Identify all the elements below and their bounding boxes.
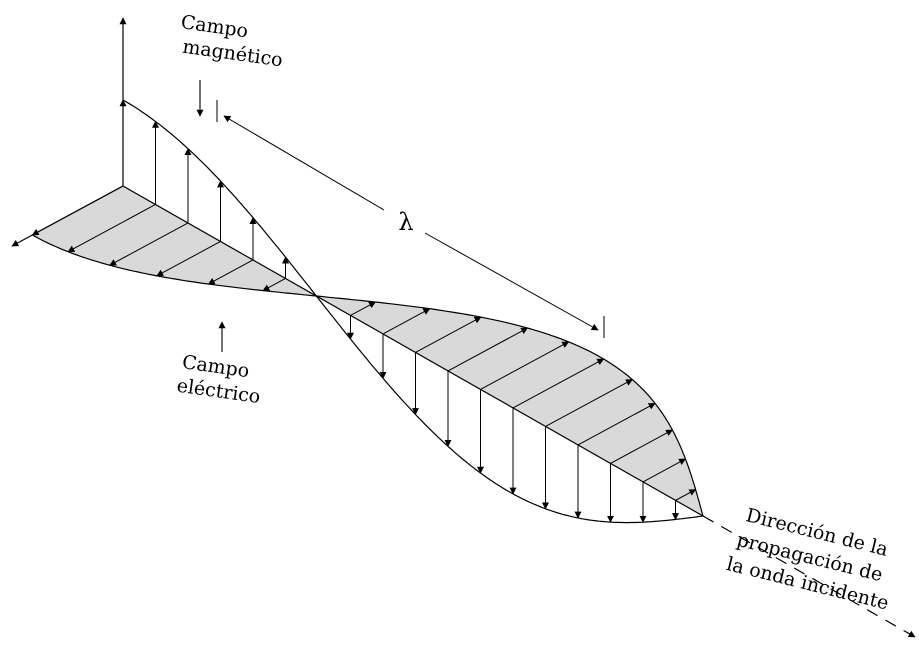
electric-field-vector	[512, 358, 605, 409]
electric-field-arrows	[31, 185, 697, 501]
electric-field-vector	[545, 379, 633, 427]
electric-field-vector	[447, 327, 529, 372]
magnetic-field-label: Campo magnético	[180, 11, 284, 72]
electric-field-lobes	[32, 186, 703, 516]
magnetic-field-curve	[122, 99, 704, 524]
propagation-axis	[122, 185, 704, 517]
electric-lobe-fill	[513, 359, 703, 516]
label-pointers	[196, 80, 226, 352]
wavelength-arrow-start	[223, 115, 385, 211]
wavelength-arrow-end	[424, 232, 599, 331]
wave-outlines	[32, 99, 704, 524]
electric-field-vector	[67, 204, 156, 253]
electric-field-curve	[32, 234, 704, 517]
lateral-axis	[11, 185, 124, 247]
propagation-direction-label: Dirección de la propagación de la onda i…	[724, 504, 891, 614]
electric-field-vector	[156, 241, 221, 277]
electric-field-vector	[577, 402, 656, 446]
electric-lobe-fill	[32, 186, 320, 297]
electric-field-label: Campo eléctrico	[175, 351, 261, 408]
electric-field-vector	[109, 222, 189, 266]
electric-field-vector	[610, 429, 674, 464]
wavelength-symbol: λ	[398, 208, 413, 236]
axes	[11, 17, 916, 638]
electric-field-vector	[675, 489, 697, 501]
electric-field-vector	[207, 259, 254, 285]
electric-lobe-fill	[318, 296, 604, 408]
electric-field-vector	[415, 316, 482, 353]
electric-label-line-2: eléctrico	[175, 375, 261, 408]
magnetic-label-line-2: magnético	[181, 36, 284, 72]
electric-field-vector	[350, 301, 376, 316]
magnetic-field-arrows	[119, 99, 679, 523]
electric-field-vector	[262, 278, 286, 292]
electric-field-vector	[382, 308, 431, 335]
electric-field-vector	[480, 341, 570, 390]
electric-field-vector	[642, 458, 687, 483]
wavelength-indicator	[216, 100, 605, 338]
